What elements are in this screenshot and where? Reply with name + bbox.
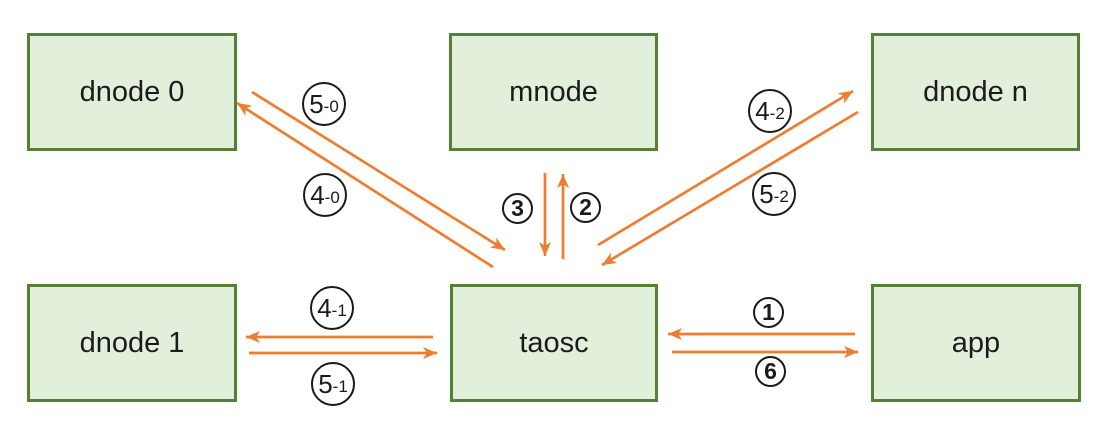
node-mnode-label: mnode bbox=[509, 75, 598, 108]
step-badge-1: 1 bbox=[753, 297, 784, 328]
arrow-4-2-taosc-to-dnoden bbox=[597, 89, 854, 247]
node-dnode1-label: dnode 1 bbox=[79, 326, 185, 359]
arrow-5-0-dnode0-to-taosc bbox=[251, 90, 506, 252]
node-dnode1: dnode 1 bbox=[27, 284, 237, 402]
step-badge-4-0: 4-0 bbox=[303, 173, 347, 217]
node-dnode0-label: dnode 0 bbox=[79, 75, 185, 108]
step-badge-5-0-main: 5 bbox=[309, 89, 324, 119]
step-badge-3-label: 3 bbox=[511, 195, 524, 221]
step-badge-4-1-sub: -1 bbox=[331, 300, 347, 320]
node-dnoden: dnode n bbox=[871, 33, 1080, 151]
arrow-4-0-taosc-to-dnode0 bbox=[236, 101, 494, 269]
step-badge-2: 2 bbox=[570, 192, 601, 223]
step-badge-2-label: 2 bbox=[579, 194, 592, 220]
step-badge-5-2-sub: -2 bbox=[773, 186, 789, 206]
step-badge-4-2: 4-2 bbox=[748, 89, 792, 133]
step-badge-4-0-sub: -0 bbox=[324, 187, 340, 207]
step-badge-5-0-sub: -0 bbox=[323, 96, 339, 116]
step-badge-5-2-main: 5 bbox=[759, 179, 774, 209]
step-badge-4-1: 4-1 bbox=[310, 286, 354, 330]
node-taosc-label: taosc bbox=[519, 326, 589, 359]
node-dnoden-label: dnode n bbox=[923, 75, 1028, 108]
node-app: app bbox=[871, 284, 1081, 402]
step-badge-1-label: 1 bbox=[762, 299, 775, 325]
step-badge-4-2-sub: -2 bbox=[769, 103, 785, 123]
step-badge-5-0: 5-0 bbox=[302, 82, 346, 126]
step-badge-3: 3 bbox=[502, 193, 533, 224]
step-badge-5-1: 5-1 bbox=[311, 362, 355, 406]
step-badge-4-1-main: 4 bbox=[317, 293, 332, 323]
step-badge-5-2: 5-2 bbox=[752, 172, 796, 216]
step-badge-4-2-main: 4 bbox=[755, 96, 770, 126]
node-mnode: mnode bbox=[449, 33, 658, 151]
arrow-5-2-dnoden-to-taosc bbox=[601, 110, 859, 267]
step-badge-5-1-sub: -1 bbox=[332, 376, 348, 396]
step-badge-6: 6 bbox=[755, 356, 786, 387]
step-badge-5-1-main: 5 bbox=[318, 369, 333, 399]
node-app-label: app bbox=[951, 326, 1001, 359]
step-badge-6-label: 6 bbox=[764, 358, 777, 384]
step-badge-4-0-main: 4 bbox=[310, 180, 325, 210]
node-dnode0: dnode 0 bbox=[27, 33, 237, 151]
node-taosc: taosc bbox=[450, 284, 658, 402]
